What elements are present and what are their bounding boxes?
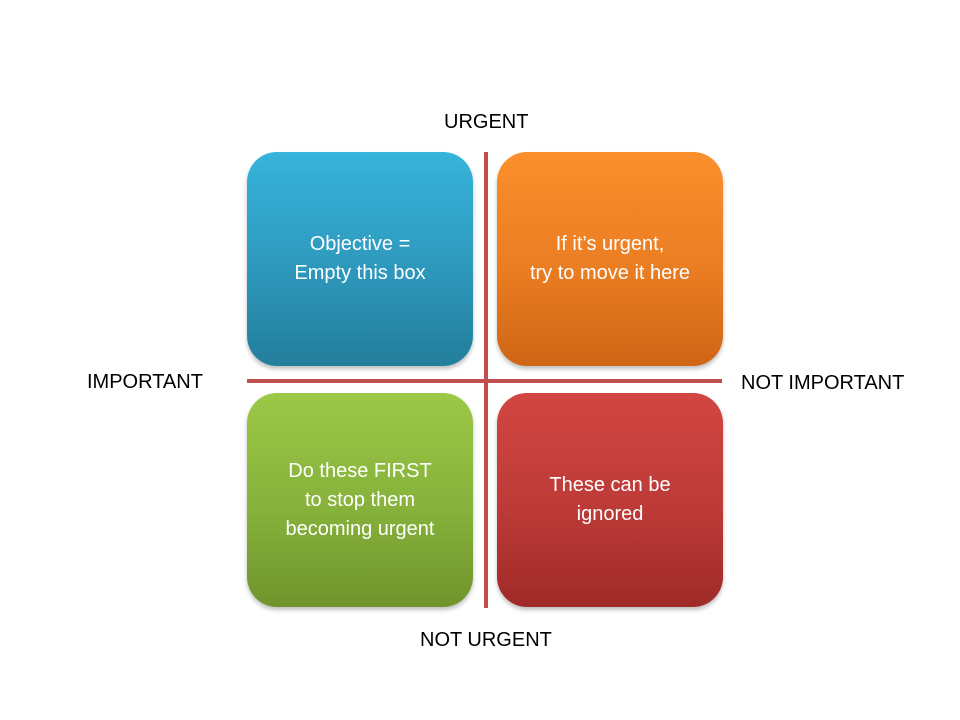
quadrant-urgent-not-important: If it’s urgent, try to move it here <box>497 152 723 366</box>
axis-label-urgent: URGENT <box>444 111 529 133</box>
quadrant-text: If it’s urgent, try to move it here <box>529 233 691 284</box>
axis-label-not-important: NOT IMPORTANT <box>741 372 905 394</box>
horizontal-axis-line <box>247 379 722 383</box>
axis-label-important: IMPORTANT <box>87 371 203 393</box>
quadrant-text: Objective = Empty this box <box>294 233 426 284</box>
quadrant-text: These can be ignored <box>549 474 671 525</box>
axis-label-not-urgent: NOT URGENT <box>420 629 552 651</box>
quadrant-not-urgent-not-important: These can be ignored <box>497 393 723 607</box>
quadrant-text: Do these FIRST to stop them becoming urg… <box>285 459 435 540</box>
quadrant-urgent-important: Objective = Empty this box <box>247 152 473 366</box>
quadrant-not-urgent-important: Do these FIRST to stop them becoming urg… <box>247 393 473 607</box>
